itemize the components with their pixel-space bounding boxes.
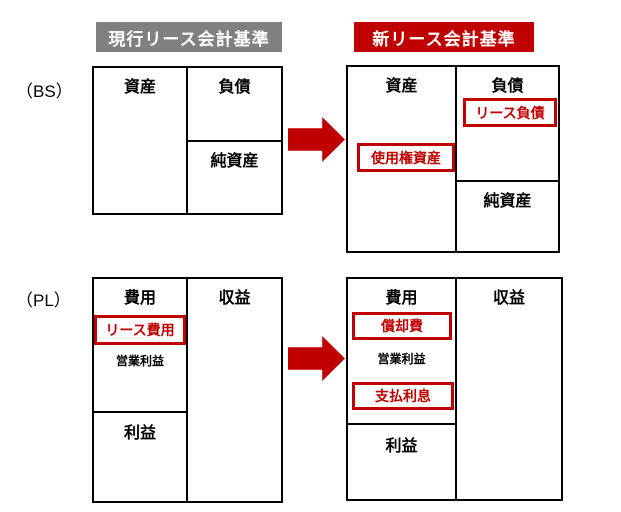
pl-current-profit-divider xyxy=(94,411,186,413)
pl-current-operating-profit-label: 営業利益 xyxy=(115,354,164,368)
pl-current-diagram: 費用 収益 リース費用 営業利益 利益 xyxy=(92,277,283,503)
pl-row-label: （PL） xyxy=(16,291,71,310)
arrow-right-icon xyxy=(288,336,345,381)
bs-row-label: （BS） xyxy=(16,82,73,101)
pl-current-revenue-label: 収益 xyxy=(218,290,251,307)
pl-current-expenses-label: 費用 xyxy=(123,290,156,307)
bs-new-column-divider xyxy=(455,67,457,251)
bs-new-liabilities-label: 負債 xyxy=(491,78,524,95)
pl-new-profit-divider xyxy=(348,423,455,425)
bs-new-net-assets-label: 純資産 xyxy=(483,193,532,210)
pl-new-column-divider xyxy=(455,279,457,499)
bs-current-net-assets-label: 純資産 xyxy=(210,153,259,170)
bs-new-diagram: 資産 負債 リース負債 使用権資産 純資産 xyxy=(346,65,560,253)
pl-current-profit-label: 利益 xyxy=(123,425,156,442)
pl-new-revenue-label: 収益 xyxy=(492,290,525,307)
new-standard-header: 新リース会計基準 xyxy=(354,22,534,52)
pl-current-column-divider xyxy=(186,279,188,501)
bs-current-diagram: 資産 負債 純資産 xyxy=(92,66,283,215)
bs-current-assets-label: 資産 xyxy=(123,79,156,96)
bs-new-netassets-divider xyxy=(455,180,558,182)
right-of-use-asset-box: 使用権資産 xyxy=(357,143,455,172)
pl-new-operating-profit-label: 営業利益 xyxy=(377,352,426,366)
pl-new-diagram: 費用 収益 償却費 営業利益 支払利息 利益 xyxy=(346,277,563,501)
bs-new-assets-label: 資産 xyxy=(385,78,418,95)
bs-current-netassets-divider xyxy=(186,140,281,142)
depreciation-expense-box: 償却費 xyxy=(352,312,452,340)
interest-expense-box: 支払利息 xyxy=(352,382,454,410)
current-standard-header: 現行リース会計基準 xyxy=(96,22,282,52)
arrow-right-icon xyxy=(288,117,345,162)
lease-expense-box: リース費用 xyxy=(94,315,186,345)
pl-new-profit-label: 利益 xyxy=(385,438,418,455)
pl-new-expenses-label: 費用 xyxy=(385,290,418,307)
bs-current-liabilities-label: 負債 xyxy=(218,79,251,96)
lease-liability-box: リース負債 xyxy=(463,98,557,127)
